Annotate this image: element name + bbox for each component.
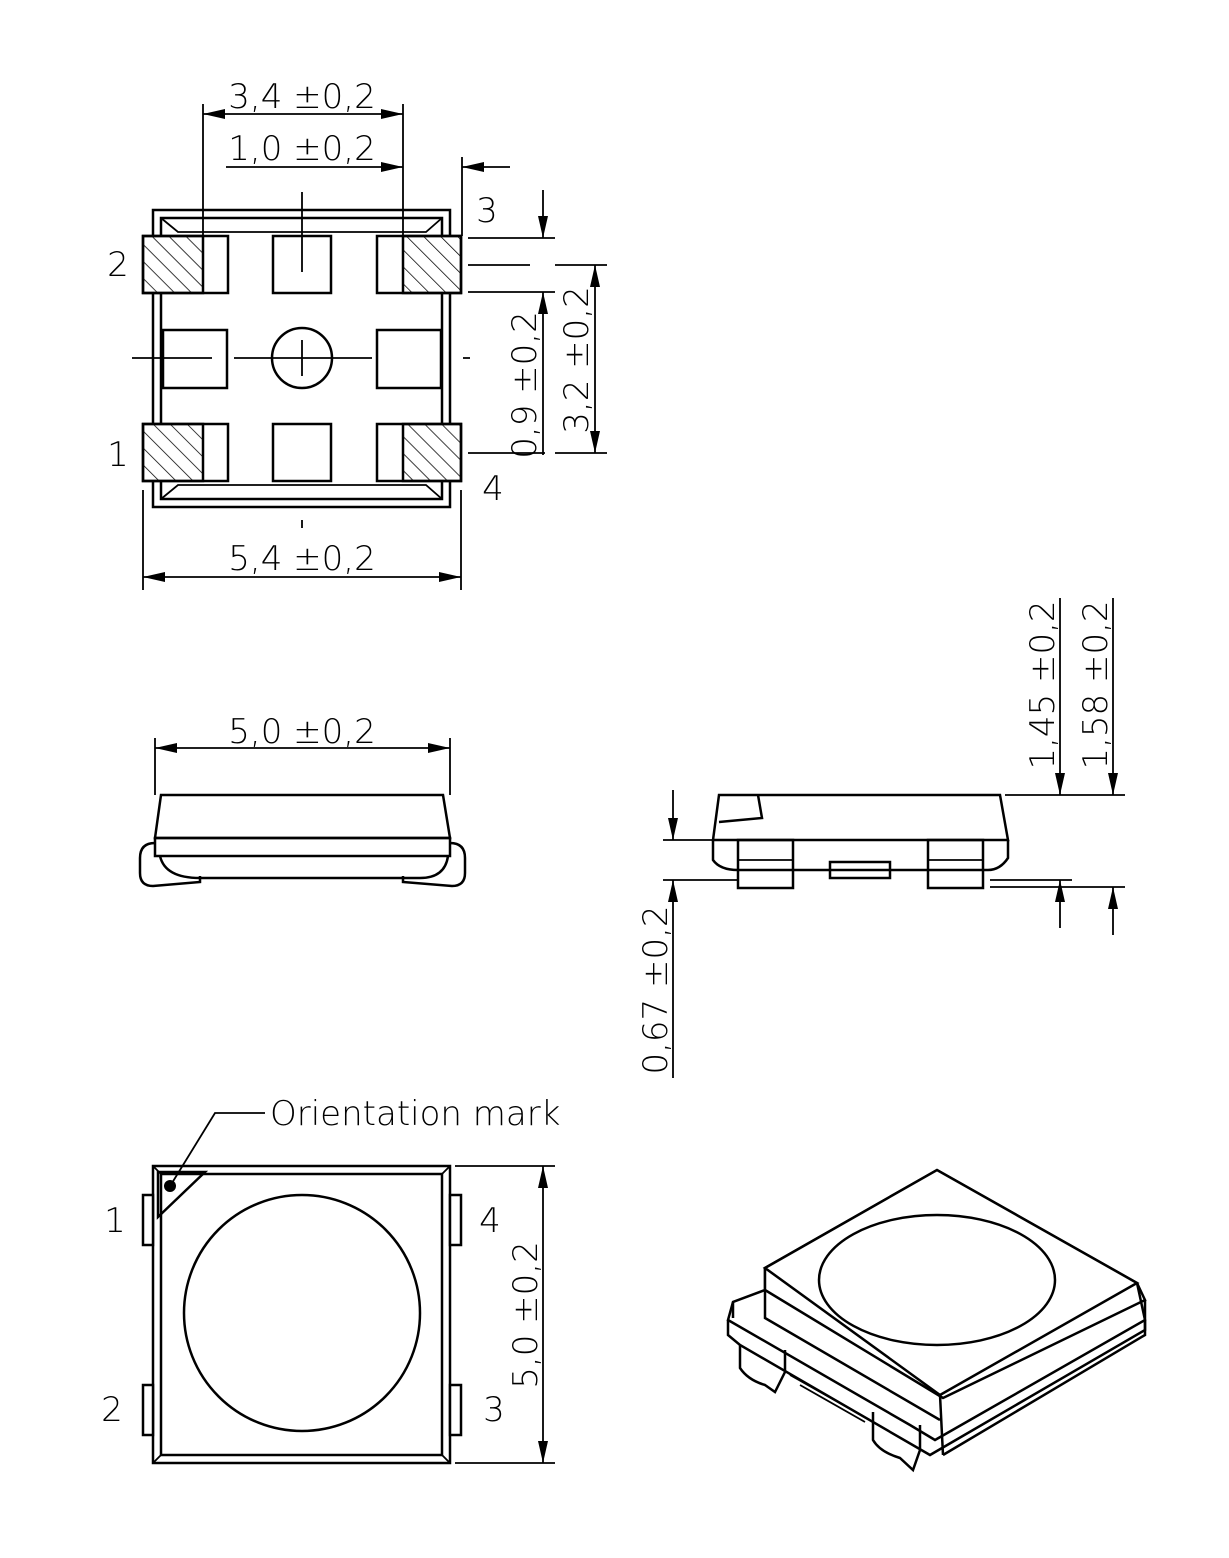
dim-label: 5,0 ±0,2	[506, 1241, 546, 1388]
dim-label: 3,2 ±0,2	[557, 286, 597, 433]
pad-4	[375, 422, 463, 483]
pad-1	[141, 422, 230, 483]
pin-label: 1	[104, 1201, 126, 1241]
pin-label: 4	[482, 469, 504, 509]
pin-label: 4	[479, 1201, 501, 1241]
dim-label: 0,9 ±0,2	[505, 311, 545, 458]
pin-label: 3	[483, 1390, 505, 1430]
dim-label: 1,45 ±0,2	[1023, 600, 1063, 769]
pad-3	[375, 234, 463, 295]
top-view: 3,4 ±0,2 1,0 ±0,2 0,9 ±0,2 3,2 ±0,2 5,4 …	[107, 77, 607, 590]
dim-label: 3,4 ±0,2	[228, 77, 375, 117]
pad-2	[141, 234, 230, 295]
orientation-mark-icon	[156, 1170, 209, 1220]
dim-label: 5,4 ±0,2	[228, 539, 375, 579]
dim-label: 0,67 ±0,2	[636, 905, 676, 1074]
front-side-view: 5,0 ±0,2	[138, 712, 467, 888]
pin-label: 3	[476, 191, 498, 231]
orientation-label: Orientation mark	[270, 1094, 560, 1134]
dim-label: 5,0 ±0,2	[228, 712, 375, 752]
dim-label: 1,58 ±0,2	[1076, 600, 1116, 769]
isometric-view	[726, 1168, 1147, 1473]
right-side-view: 1,45 ±0,2 1,58 ±0,2 0,67 ±0,2	[636, 598, 1125, 1078]
pin-label: 2	[101, 1390, 123, 1430]
dim-label: 1,0 ±0,2	[228, 129, 375, 169]
pin-label: 2	[107, 245, 129, 285]
pin-label: 1	[107, 435, 129, 475]
bottom-view: Orientation mark 5,0 ±0,2 1 2 3 4	[101, 1094, 560, 1465]
